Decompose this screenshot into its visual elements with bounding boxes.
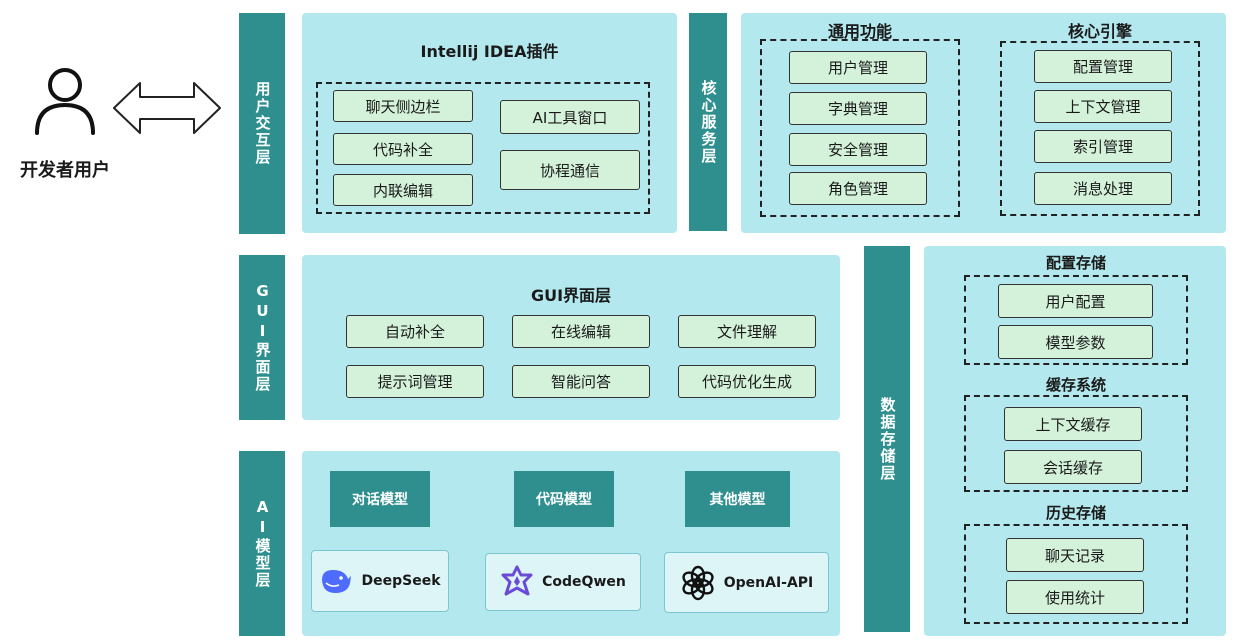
openai-knot-icon — [682, 565, 714, 600]
provider-deepseek: DeepSeek — [311, 550, 449, 612]
module-code-completion: 代码补全 — [333, 133, 473, 165]
category-chat-model: 对话模型 — [330, 471, 430, 527]
config-storage-group — [964, 275, 1188, 365]
config-storage-title: 配置存储 — [1045, 254, 1106, 272]
provider-deepseek-label: DeepSeek — [361, 573, 441, 589]
module-role-management: 角色管理 — [789, 172, 927, 205]
module-security-management: 安全管理 — [789, 133, 927, 166]
module-prompt-management: 提示词管理 — [346, 365, 484, 398]
layer-label-interaction: 用户交互层 — [239, 13, 285, 234]
module-user-management: 用户管理 — [789, 51, 927, 84]
history-storage-title: 历史存储 — [1045, 504, 1106, 522]
cache-system-group — [964, 395, 1188, 492]
module-coroutine-comm: 协程通信 — [500, 150, 640, 190]
layer-label-gui: GUI界面层 — [239, 255, 285, 420]
gui-title: GUI界面层 — [530, 286, 612, 305]
general-functions-group — [760, 39, 960, 217]
module-user-config: 用户配置 — [998, 284, 1153, 318]
cache-system-title: 缓存系统 — [1045, 376, 1106, 394]
core-engine-group — [1000, 41, 1200, 216]
layer-label-ai: AI模型层 — [239, 451, 285, 636]
module-session-cache: 会话缓存 — [1004, 450, 1142, 484]
module-context-management: 上下文管理 — [1034, 90, 1172, 123]
general-functions-title: 通用功能 — [827, 22, 892, 41]
module-auto-complete: 自动补全 — [346, 315, 484, 348]
module-chat-sidebar: 聊天侧边栏 — [333, 90, 473, 122]
category-other-model: 其他模型 — [685, 471, 790, 527]
module-model-params: 模型参数 — [998, 325, 1153, 359]
codeqwen-star-icon — [501, 565, 533, 596]
module-file-understanding: 文件理解 — [678, 315, 816, 348]
history-storage-group — [964, 524, 1188, 624]
module-context-cache: 上下文缓存 — [1004, 407, 1142, 441]
module-usage-stats: 使用统计 — [1006, 580, 1144, 614]
module-ai-tool-window: AI工具窗口 — [500, 100, 640, 134]
core-engine-title: 核心引擎 — [1067, 22, 1132, 41]
module-chat-history: 聊天记录 — [1006, 538, 1144, 572]
module-online-edit: 在线编辑 — [512, 315, 650, 348]
module-code-optimize: 代码优化生成 — [678, 365, 816, 398]
layer-label-storage: 数据存储层 — [864, 246, 910, 632]
module-message-processing: 消息处理 — [1034, 172, 1172, 205]
provider-codeqwen-label: CodeQwen — [542, 574, 626, 590]
module-smart-qa: 智能问答 — [512, 365, 650, 398]
plugin-modules-group — [316, 82, 650, 214]
user-icon — [35, 68, 95, 135]
category-code-model: 代码模型 — [514, 471, 614, 527]
provider-codeqwen: CodeQwen — [485, 553, 641, 611]
plugin-title: Intellij IDEA插件 — [420, 42, 559, 61]
module-index-management: 索引管理 — [1034, 130, 1172, 163]
user-label: 开发者用户 — [20, 160, 110, 181]
module-config-management: 配置管理 — [1034, 50, 1172, 83]
module-dictionary-management: 字典管理 — [789, 92, 927, 125]
provider-openai-label: OpenAI-API — [723, 574, 814, 591]
deepseek-whale-icon — [322, 570, 352, 593]
provider-openai: OpenAI-API — [664, 552, 829, 613]
double-arrow-icon — [113, 82, 221, 134]
layer-label-core: 核心服务层 — [689, 13, 727, 231]
module-inline-edit: 内联编辑 — [333, 174, 473, 206]
